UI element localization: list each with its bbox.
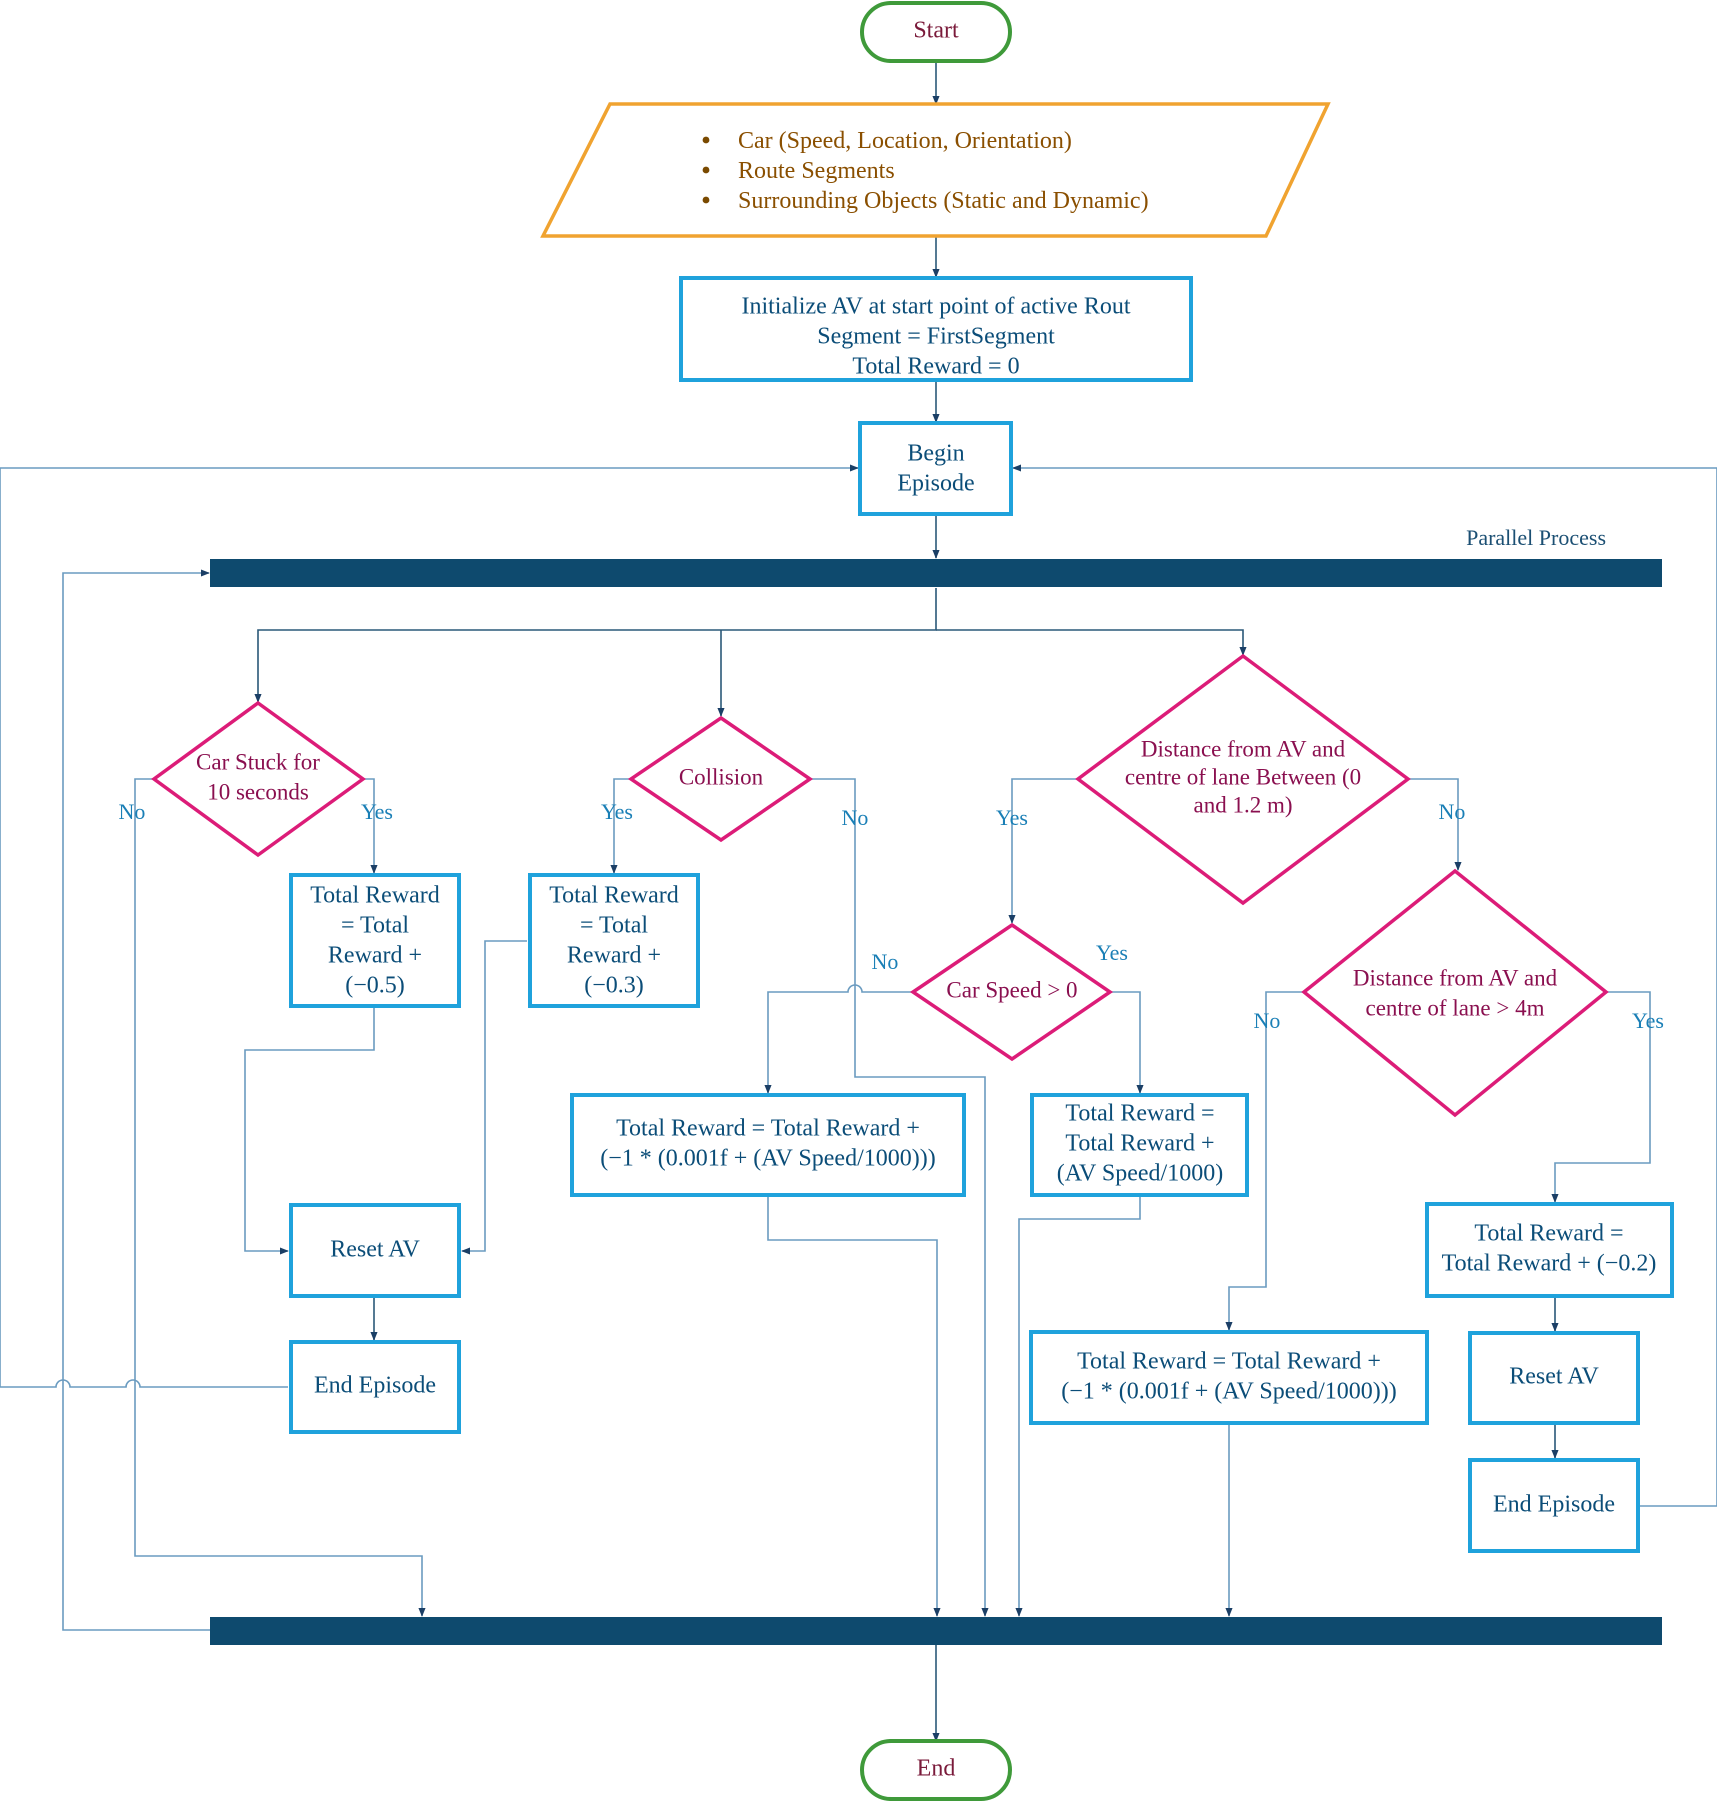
- box-reward-speed-no-line-2: (−1 * (0.001f + (AV Speed/1000))): [600, 1146, 935, 1172]
- decision-distance-range-line-3: and 1.2 m): [1193, 792, 1292, 817]
- begin-episode-line-1: Begin: [907, 441, 964, 467]
- start-label: Start: [913, 18, 959, 44]
- box-reward-stuck-line-3: Reward +: [328, 943, 422, 969]
- box-reward-speed-no-line-1: Total Reward = Total Reward +: [616, 1116, 920, 1142]
- box-end-episode-left-line-1: End Episode: [314, 1373, 436, 1399]
- decision-distance-far: Distance from AV and centre of lane > 4m: [1301, 868, 1609, 1118]
- start-terminal: Start: [860, 1, 1012, 63]
- begin-episode-box: Begin Episode: [858, 421, 1013, 516]
- box-end-episode-right-line-1: End Episode: [1493, 1492, 1615, 1518]
- parallel-join-bar: [210, 1617, 1662, 1645]
- box-reward-far-no-line-2: (−1 * (0.001f + (AV Speed/1000))): [1061, 1379, 1396, 1405]
- box-reward-speed-yes: Total Reward = Total Reward + (AV Speed/…: [1030, 1093, 1249, 1197]
- box-reward-stuck-line-1: Total Reward: [310, 883, 440, 909]
- box-reward-speed-yes-line-3: (AV Speed/1000): [1057, 1161, 1223, 1187]
- box-reward-far-yes: Total Reward = Total Reward + (−0.2): [1425, 1202, 1674, 1298]
- box-reward-stuck: Total Reward = Total Reward + (−0.5): [289, 873, 461, 1008]
- label-range-yes: Yes: [996, 805, 1028, 830]
- end-terminal: End: [860, 1739, 1012, 1801]
- connectors: [0, 62, 1717, 1742]
- box-reward-speed-yes-line-2: Total Reward +: [1065, 1131, 1214, 1157]
- parallel-fork-bar: [210, 559, 1662, 587]
- initialize-box: Initialize AV at start point of active R…: [679, 276, 1193, 382]
- initialize-line-2: Segment = FirstSegment: [817, 324, 1055, 350]
- end-label: End: [917, 1756, 956, 1782]
- label-far-no: No: [1254, 1008, 1281, 1033]
- begin-episode-line-2: Episode: [897, 471, 974, 497]
- decision-collision-line-1: Collision: [679, 764, 764, 789]
- decision-car-stuck-line-2: 10 seconds: [207, 779, 309, 804]
- box-reset-av-left: Reset AV: [289, 1203, 461, 1298]
- box-reward-stuck-line-2: = Total: [341, 913, 409, 939]
- box-reward-collision-line-4: (−0.3): [584, 973, 644, 999]
- label-collision-no: No: [842, 805, 869, 830]
- box-end-episode-right: End Episode: [1468, 1458, 1640, 1553]
- decision-distance-range: Distance from AV and centre of lane Betw…: [1075, 653, 1411, 906]
- label-far-yes: Yes: [1632, 1008, 1664, 1033]
- decision-distance-range-line-2: centre of lane Between (0: [1125, 764, 1361, 789]
- decision-distance-far-line-1: Distance from AV and: [1353, 965, 1558, 990]
- input-item-car: Car (Speed, Location, Orientation): [738, 128, 1072, 154]
- label-stuck-no: No: [119, 799, 146, 824]
- label-speed-yes: Yes: [1096, 940, 1128, 965]
- input-item-route: Route Segments: [738, 158, 895, 184]
- box-reward-speed-yes-line-1: Total Reward =: [1065, 1101, 1214, 1127]
- decision-car-speed-line-1: Car Speed > 0: [946, 977, 1077, 1002]
- box-reward-far-yes-line-1: Total Reward =: [1474, 1221, 1623, 1247]
- box-reward-collision: Total Reward = Total Reward + (−0.3): [528, 873, 700, 1008]
- box-reward-speed-no: Total Reward = Total Reward + (−1 * (0.0…: [570, 1093, 966, 1197]
- box-reward-collision-line-3: Reward +: [567, 943, 661, 969]
- decision-distance-far-line-2: centre of lane > 4m: [1365, 995, 1544, 1020]
- parallel-process-label: Parallel Process: [1466, 525, 1606, 550]
- decision-car-stuck-line-1: Car Stuck for: [196, 749, 320, 774]
- initialize-line-1: Initialize AV at start point of active R…: [741, 294, 1130, 320]
- box-reset-av-right-line-1: Reset AV: [1509, 1364, 1599, 1390]
- box-reward-collision-line-2: = Total: [580, 913, 648, 939]
- box-reset-av-right: Reset AV: [1468, 1331, 1640, 1425]
- decision-car-speed: Car Speed > 0: [909, 922, 1114, 1062]
- input-item-objects: Surrounding Objects (Static and Dynamic): [738, 188, 1149, 214]
- decision-distance-range-line-1: Distance from AV and: [1141, 736, 1346, 761]
- decision-collision: Collision: [627, 715, 814, 843]
- box-reward-collision-line-1: Total Reward: [549, 883, 679, 909]
- input-parallelogram: Car (Speed, Location, Orientation) Route…: [540, 102, 1331, 238]
- label-collision-yes: Yes: [601, 799, 633, 824]
- label-speed-no: No: [872, 949, 899, 974]
- decision-car-stuck: Car Stuck for 10 seconds: [151, 700, 366, 858]
- label-stuck-yes: Yes: [361, 799, 393, 824]
- box-reward-far-no-line-1: Total Reward = Total Reward +: [1077, 1349, 1381, 1375]
- branch-labels: No Yes Yes No Yes No No Yes No Yes: [119, 799, 1664, 1033]
- initialize-line-3: Total Reward = 0: [852, 354, 1019, 380]
- box-end-episode-left: End Episode: [289, 1340, 461, 1434]
- label-range-no: No: [1439, 799, 1466, 824]
- box-reset-av-left-line-1: Reset AV: [330, 1237, 420, 1263]
- box-reward-stuck-line-4: (−0.5): [345, 973, 405, 999]
- box-reward-far-yes-line-2: Total Reward + (−0.2): [1442, 1251, 1657, 1277]
- box-reward-far-no: Total Reward = Total Reward + (−1 * (0.0…: [1029, 1330, 1429, 1425]
